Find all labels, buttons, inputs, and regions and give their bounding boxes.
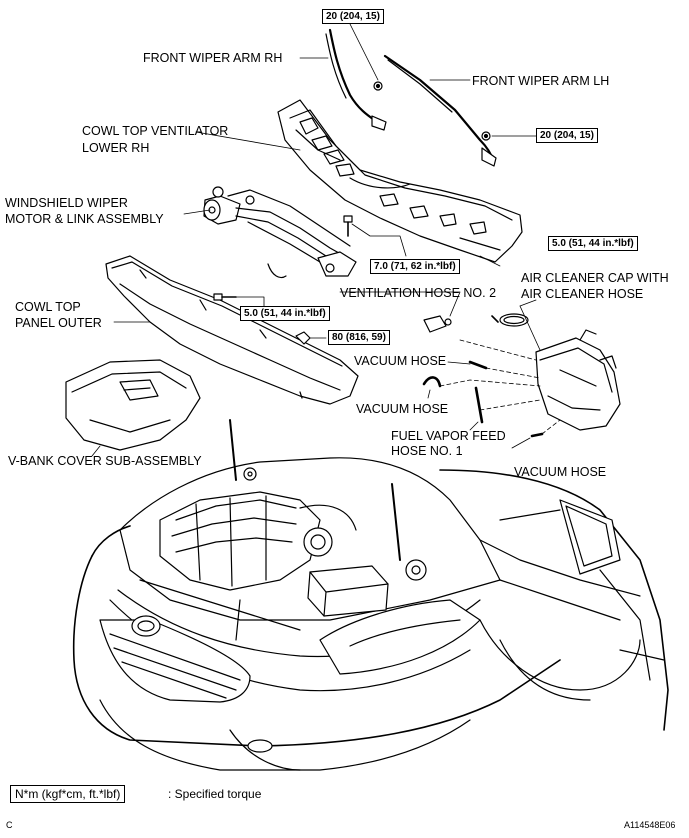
- panel-bolt-drawing: [213, 293, 237, 301]
- label-fuel-vapor-feed: FUEL VAPOR FEED: [391, 429, 506, 443]
- leader-vacuum-3: [511, 437, 531, 449]
- wiper-motor-link-drawing: [203, 186, 357, 279]
- wiper-rh-nut-center: [375, 83, 381, 89]
- label-air-cleaner-cap: AIR CLEANER CAP WITH: [521, 271, 669, 285]
- cowl-bolt-drawing: [343, 215, 353, 237]
- label-front-wiper-arm-lh: FRONT WIPER ARM LH: [472, 74, 610, 88]
- torque-box-cowl: 7.0 (71, 62 in.*lbf): [370, 259, 460, 274]
- torque-box-wiper-rh: 20 (204, 15): [322, 9, 384, 24]
- ventilation-hose-drawing: [423, 315, 452, 333]
- label-vacuum-hose-3: VACUUM HOSE: [514, 465, 607, 479]
- wiper-lh-nut-center: [483, 133, 489, 139]
- leader-fuel-vapor: [469, 421, 479, 431]
- legend-unit-box: N*m (kgf*cm, ft.*lbf): [10, 785, 126, 803]
- torque-box-panel: 5.0 (51, 44 in.*lbf): [240, 306, 330, 321]
- label-windshield-wiper-line2: MOTOR & LINK ASSEMBLY: [5, 212, 164, 226]
- torque-box-air-cleaner: 5.0 (51, 44 in.*lbf): [548, 236, 638, 251]
- label-v-bank-cover: V-BANK COVER SUB-ASSEMBLY: [8, 454, 202, 468]
- leader-cowl-torque: [351, 223, 407, 257]
- label-air-cleaner-cap-line2: AIR CLEANER HOSE: [521, 287, 644, 301]
- vehicle-drawing: [72, 419, 669, 771]
- leader-vacuum-2: [427, 389, 431, 399]
- label-front-wiper-arm-rh: FRONT WIPER ARM RH: [143, 51, 283, 65]
- label-vacuum-hose-2: VACUUM HOSE: [356, 402, 449, 416]
- leader-panel-torque: [235, 296, 265, 307]
- cowl-ventilator-drawing: [277, 99, 523, 267]
- leader-wiper-motor: [183, 209, 211, 215]
- label-cowl-top-ventilator-line2: LOWER RH: [82, 141, 150, 155]
- wiper-arm-rh-drawing: [325, 28, 387, 131]
- figure-id: A114548E06: [624, 820, 676, 830]
- label-fuel-vapor-feed-line2: HOSE NO. 1: [391, 444, 463, 458]
- wiper-arm-lh-drawing: [383, 54, 497, 167]
- torque-box-wiper-lh: 20 (204, 15): [536, 128, 598, 143]
- label-cowl-top-panel-line2: PANEL OUTER: [15, 316, 102, 330]
- leader-cowl-ventilator: [195, 131, 301, 151]
- corner-letter: C: [6, 820, 13, 830]
- hose-dashed-lines: [439, 339, 561, 435]
- leader-air-cleaner: [519, 305, 541, 351]
- label-ventilation-hose: VENTILATION HOSE NO. 2: [340, 286, 497, 300]
- label-vacuum-hose-1: VACUUM HOSE: [354, 354, 447, 368]
- leader-v-bank: [91, 445, 101, 457]
- label-cowl-top-panel: COWL TOP: [15, 300, 81, 314]
- v-bank-cover-drawing: [65, 359, 201, 451]
- legend-description: : Specified torque: [168, 787, 262, 801]
- torque-box-nut: 80 (816, 59): [328, 330, 390, 345]
- label-cowl-top-ventilator: COWL TOP VENTILATOR: [82, 124, 229, 138]
- cowl-panel-outer-drawing: [105, 255, 359, 405]
- label-windshield-wiper: WINDSHIELD WIPER: [5, 196, 128, 210]
- leader-top-torque: [349, 23, 379, 81]
- leader-vent-hose: [339, 291, 461, 317]
- vacuum-hoses-drawing: [422, 360, 544, 438]
- leader-vacuum-1: [447, 361, 471, 365]
- air-cleaner-hose-drawing: [491, 299, 537, 327]
- air-cleaner-case-drawing: [535, 329, 621, 431]
